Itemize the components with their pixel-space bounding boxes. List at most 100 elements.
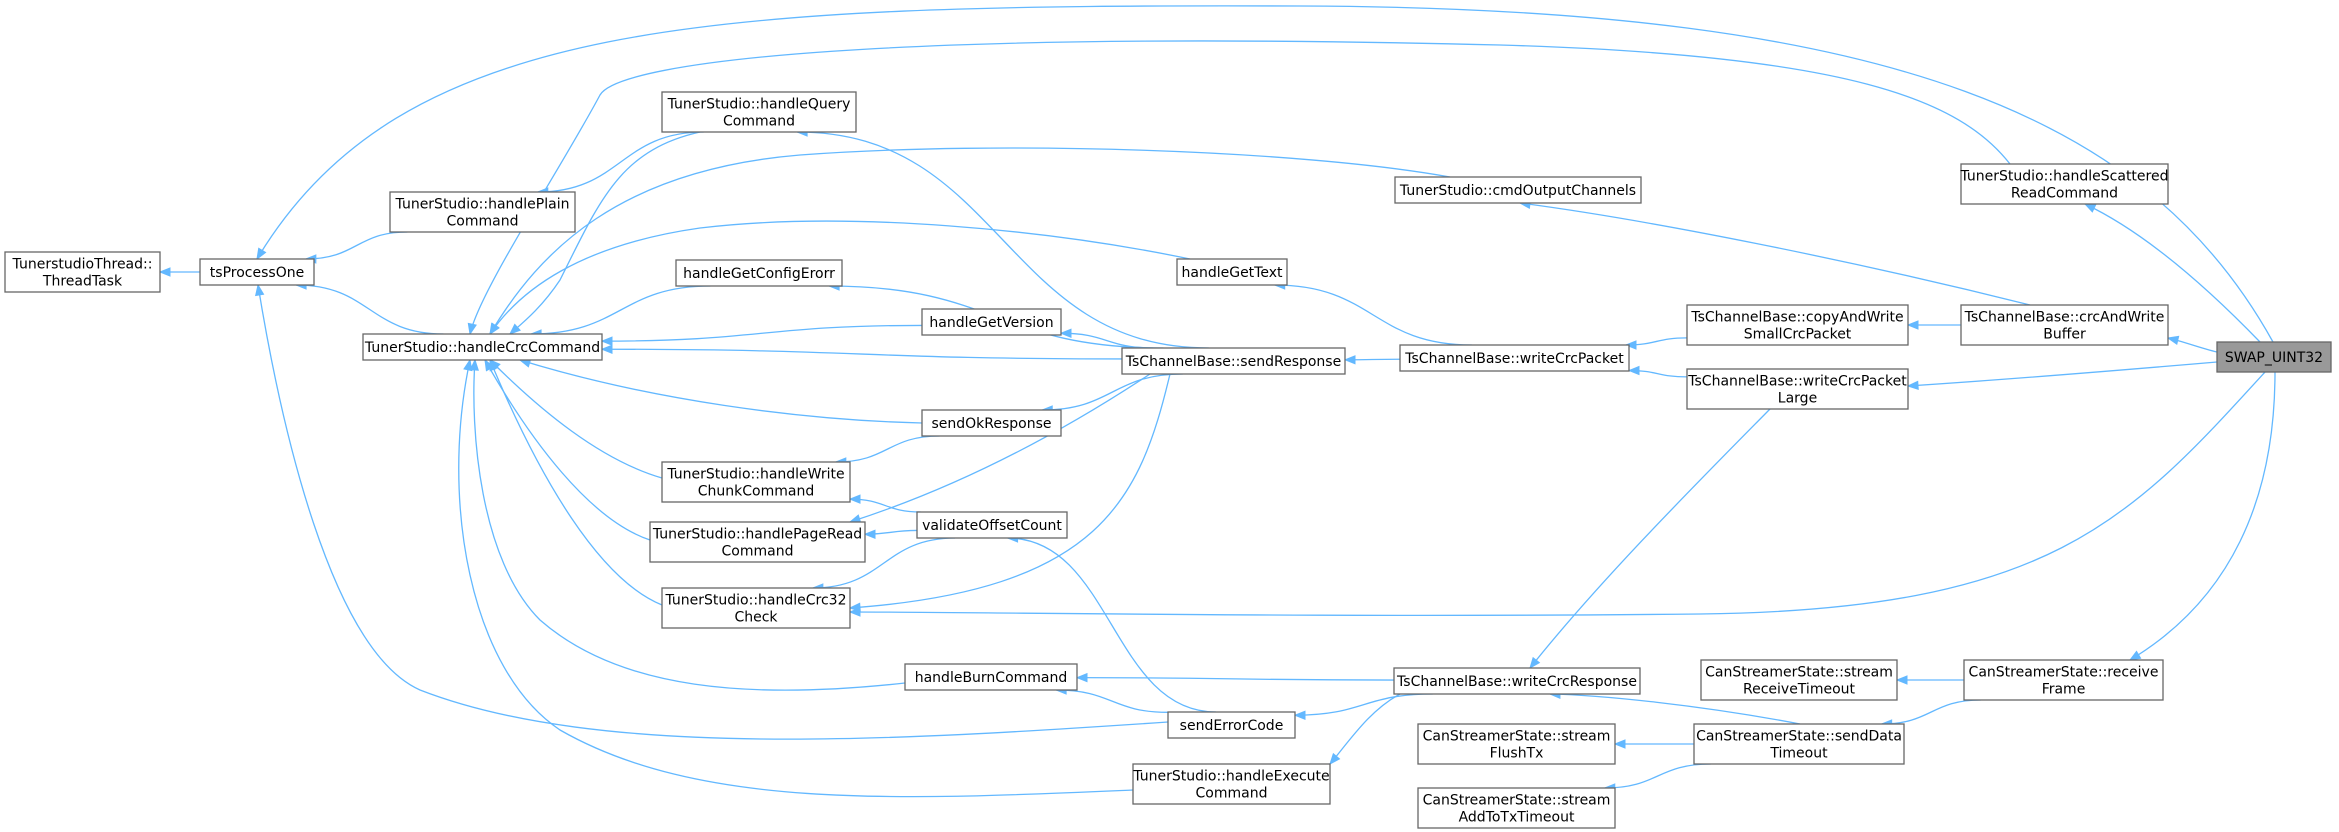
node-wcrcresp[interactable]: TsChannelBase::writeCrcResponse (1393, 667, 1641, 695)
node-box (199, 258, 315, 286)
node-validate[interactable]: validateOffsetCount (916, 511, 1068, 539)
edge-line (1881, 699, 1981, 725)
arrowhead (1075, 672, 1088, 683)
arrowhead (863, 529, 876, 539)
node-label-line: SWAP_UINT32 (2225, 350, 2323, 366)
node-label-line: CanStreamerState::sendData (1696, 729, 1902, 745)
edge-line (1076, 677, 1395, 681)
edge-crcbuf-to-cmdout (1518, 199, 2031, 306)
edge-swap-to-tsprocess (256, 5, 2274, 343)
arrowhead (489, 322, 500, 336)
edge-csrecv-to-csrecvto (1895, 675, 1964, 685)
edge-wcrcpkt-to-sendresp (1343, 355, 1401, 365)
edge-line (1907, 361, 2218, 387)
node-box (389, 191, 576, 233)
edge-line (469, 40, 2011, 335)
edge-wcrcresp-to-hexec (1329, 693, 1401, 766)
node-hgettext[interactable]: handleGetText (1176, 258, 1288, 286)
edge-hexec-to-hcrccmd (458, 358, 1134, 798)
node-box (1167, 711, 1296, 739)
arrowhead (2128, 650, 2142, 661)
edge-wcrcpkt-to-hgettext (1273, 280, 1472, 346)
edge-swap-to-csrecv (2128, 371, 2276, 661)
node-tsprocess[interactable]: tsProcessOne (199, 258, 315, 286)
edge-line (1007, 537, 1216, 713)
edge-line (1294, 693, 1433, 716)
node-box (661, 91, 857, 133)
node-swap[interactable]: SWAP_UINT32 (2216, 341, 2332, 373)
node-cmdout[interactable]: TunerStudio::cmdOutputChannels (1394, 176, 1642, 204)
node-label-line: CanStreamerState::stream (1423, 729, 1611, 745)
edge-line (489, 359, 663, 479)
edges-layer (158, 5, 2276, 798)
edge-line (1529, 408, 1771, 669)
edge-line (1519, 202, 2031, 306)
node-hburn[interactable]: handleBurnCommand (904, 663, 1078, 691)
node-copysmall[interactable]: TsChannelBase::copyAndWriteSmallCrcPacke… (1686, 304, 1909, 346)
node-box (1176, 258, 1288, 286)
node-sendresp[interactable]: TsChannelBase::sendResponse (1121, 347, 1346, 375)
edge-hcrc32-to-hcrccmd (489, 358, 663, 606)
arrowhead (1613, 739, 1626, 749)
arrowhead (467, 322, 477, 336)
arrowhead (1343, 355, 1356, 365)
edge-hquery-to-hcrccmd (508, 131, 701, 335)
edge-hplain-to-tsprocess (304, 231, 408, 264)
node-label-line: Check (734, 610, 778, 626)
edge-line (519, 359, 923, 424)
edge-line (531, 285, 711, 335)
node-box (661, 461, 851, 503)
arrowhead (256, 247, 267, 261)
edge-sendresp-to-hcrccmd (600, 344, 1123, 360)
node-hcfgerr[interactable]: handleGetConfigErorr (675, 259, 843, 287)
node-label-line: Command (722, 544, 794, 560)
node-label-line: CanStreamerState::stream (1705, 665, 1893, 681)
node-sendok[interactable]: sendOkResponse (921, 409, 1062, 437)
arrowhead (1906, 380, 1919, 391)
node-hver[interactable]: handleGetVersion (921, 308, 1062, 336)
node-label-line: TsChannelBase::sendResponse (1125, 354, 1341, 370)
node-box (1960, 304, 2169, 346)
edge-line (849, 373, 1171, 609)
edge-line (305, 231, 408, 260)
node-label-line: TsChannelBase::writeCrcPacket (1687, 374, 1907, 390)
edge-cssend-to-csaddto (1603, 763, 1711, 793)
edge-line (1604, 763, 1711, 789)
nodes-layer: SWAP_UINT32 TunerstudioThread::ThreadTask… (4, 91, 2332, 829)
edge-line (537, 131, 704, 193)
node-box (1132, 763, 1331, 805)
node-hcrccmd[interactable]: TunerStudio::handleCrcCommand (362, 333, 603, 361)
edge-validate-to-hpage (863, 529, 918, 539)
arrowhead (469, 358, 479, 371)
edge-line (489, 220, 1191, 335)
edge-line (601, 348, 1123, 360)
node-senderr[interactable]: sendErrorCode (1167, 711, 1296, 739)
node-label-line: TsChannelBase::copyAndWrite (1690, 310, 1903, 326)
edge-line (257, 284, 1169, 740)
node-label-line: ThreadTask (42, 274, 123, 290)
edge-line (489, 359, 663, 606)
edge-line (849, 371, 2266, 617)
edge-line (473, 359, 906, 691)
edge-cmdout-to-hcrccmd (489, 147, 1451, 336)
edge-hver-to-hcrccmd (600, 324, 923, 346)
edge-line (2129, 371, 2276, 661)
arrowhead (508, 323, 521, 335)
node-tsthread[interactable]: TunerstudioThread::ThreadTask (4, 251, 161, 293)
edge-swap-to-crcbuf (2166, 335, 2218, 353)
node-wcrcpkt[interactable]: TsChannelBase::writeCrcPacket (1399, 344, 1630, 372)
